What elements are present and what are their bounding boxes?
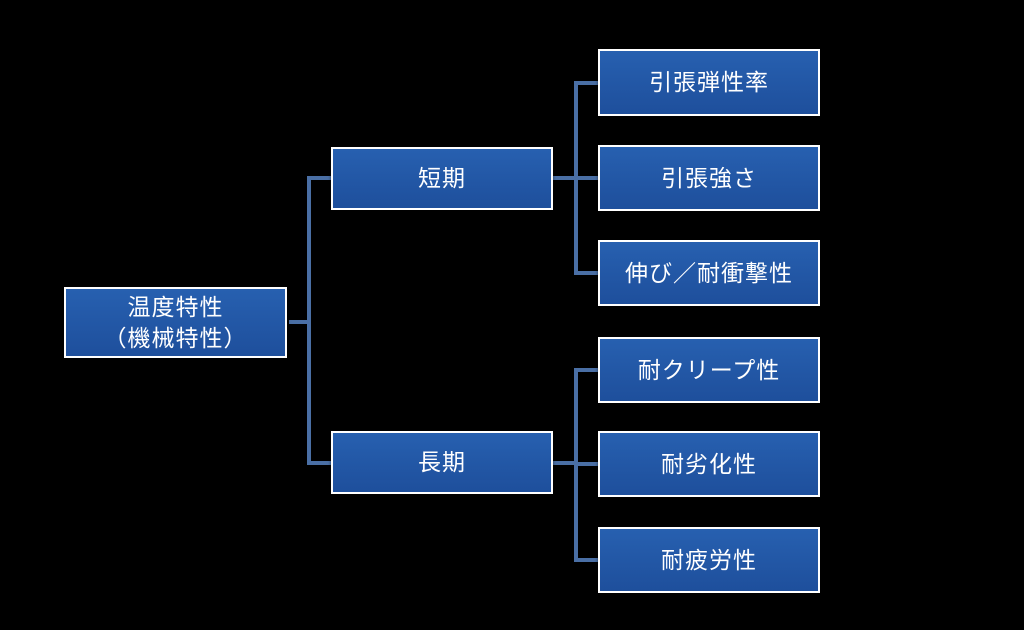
node-leaf-degradation-resistance-label: 耐劣化性	[661, 450, 757, 477]
node-root-temperature-characteristics: 温度特性 （機械特性）	[64, 287, 287, 358]
node-root-label-line1: 温度特性	[127, 293, 224, 320]
node-branch-long-term: 長期	[331, 431, 553, 494]
node-leaf-fatigue-resistance-label: 耐疲労性	[661, 546, 757, 573]
node-leaf-creep-resistance: 耐クリープ性	[598, 337, 820, 403]
node-leaf-tensile-modulus: 引張弾性率	[598, 49, 820, 116]
node-root-label-line2: （機械特性）	[103, 324, 248, 351]
node-branch-long-term-label: 長期	[418, 449, 466, 475]
node-leaf-tensile-modulus-label: 引張弾性率	[649, 69, 769, 95]
node-branch-short-term-label: 短期	[418, 165, 466, 191]
node-leaf-fatigue-resistance: 耐疲労性	[598, 527, 820, 593]
node-leaf-tensile-strength-label: 引張強さ	[661, 164, 757, 191]
node-leaf-elongation-impact-resistance: 伸び／耐衝撃性	[598, 240, 820, 306]
node-leaf-elongation-impact-resistance-label: 伸び／耐衝撃性	[625, 259, 793, 286]
node-leaf-tensile-strength: 引張強さ	[598, 145, 820, 211]
node-branch-short-term: 短期	[331, 147, 553, 210]
node-leaf-degradation-resistance: 耐劣化性	[598, 431, 820, 497]
node-leaf-creep-resistance-label: 耐クリープ性	[637, 356, 781, 383]
